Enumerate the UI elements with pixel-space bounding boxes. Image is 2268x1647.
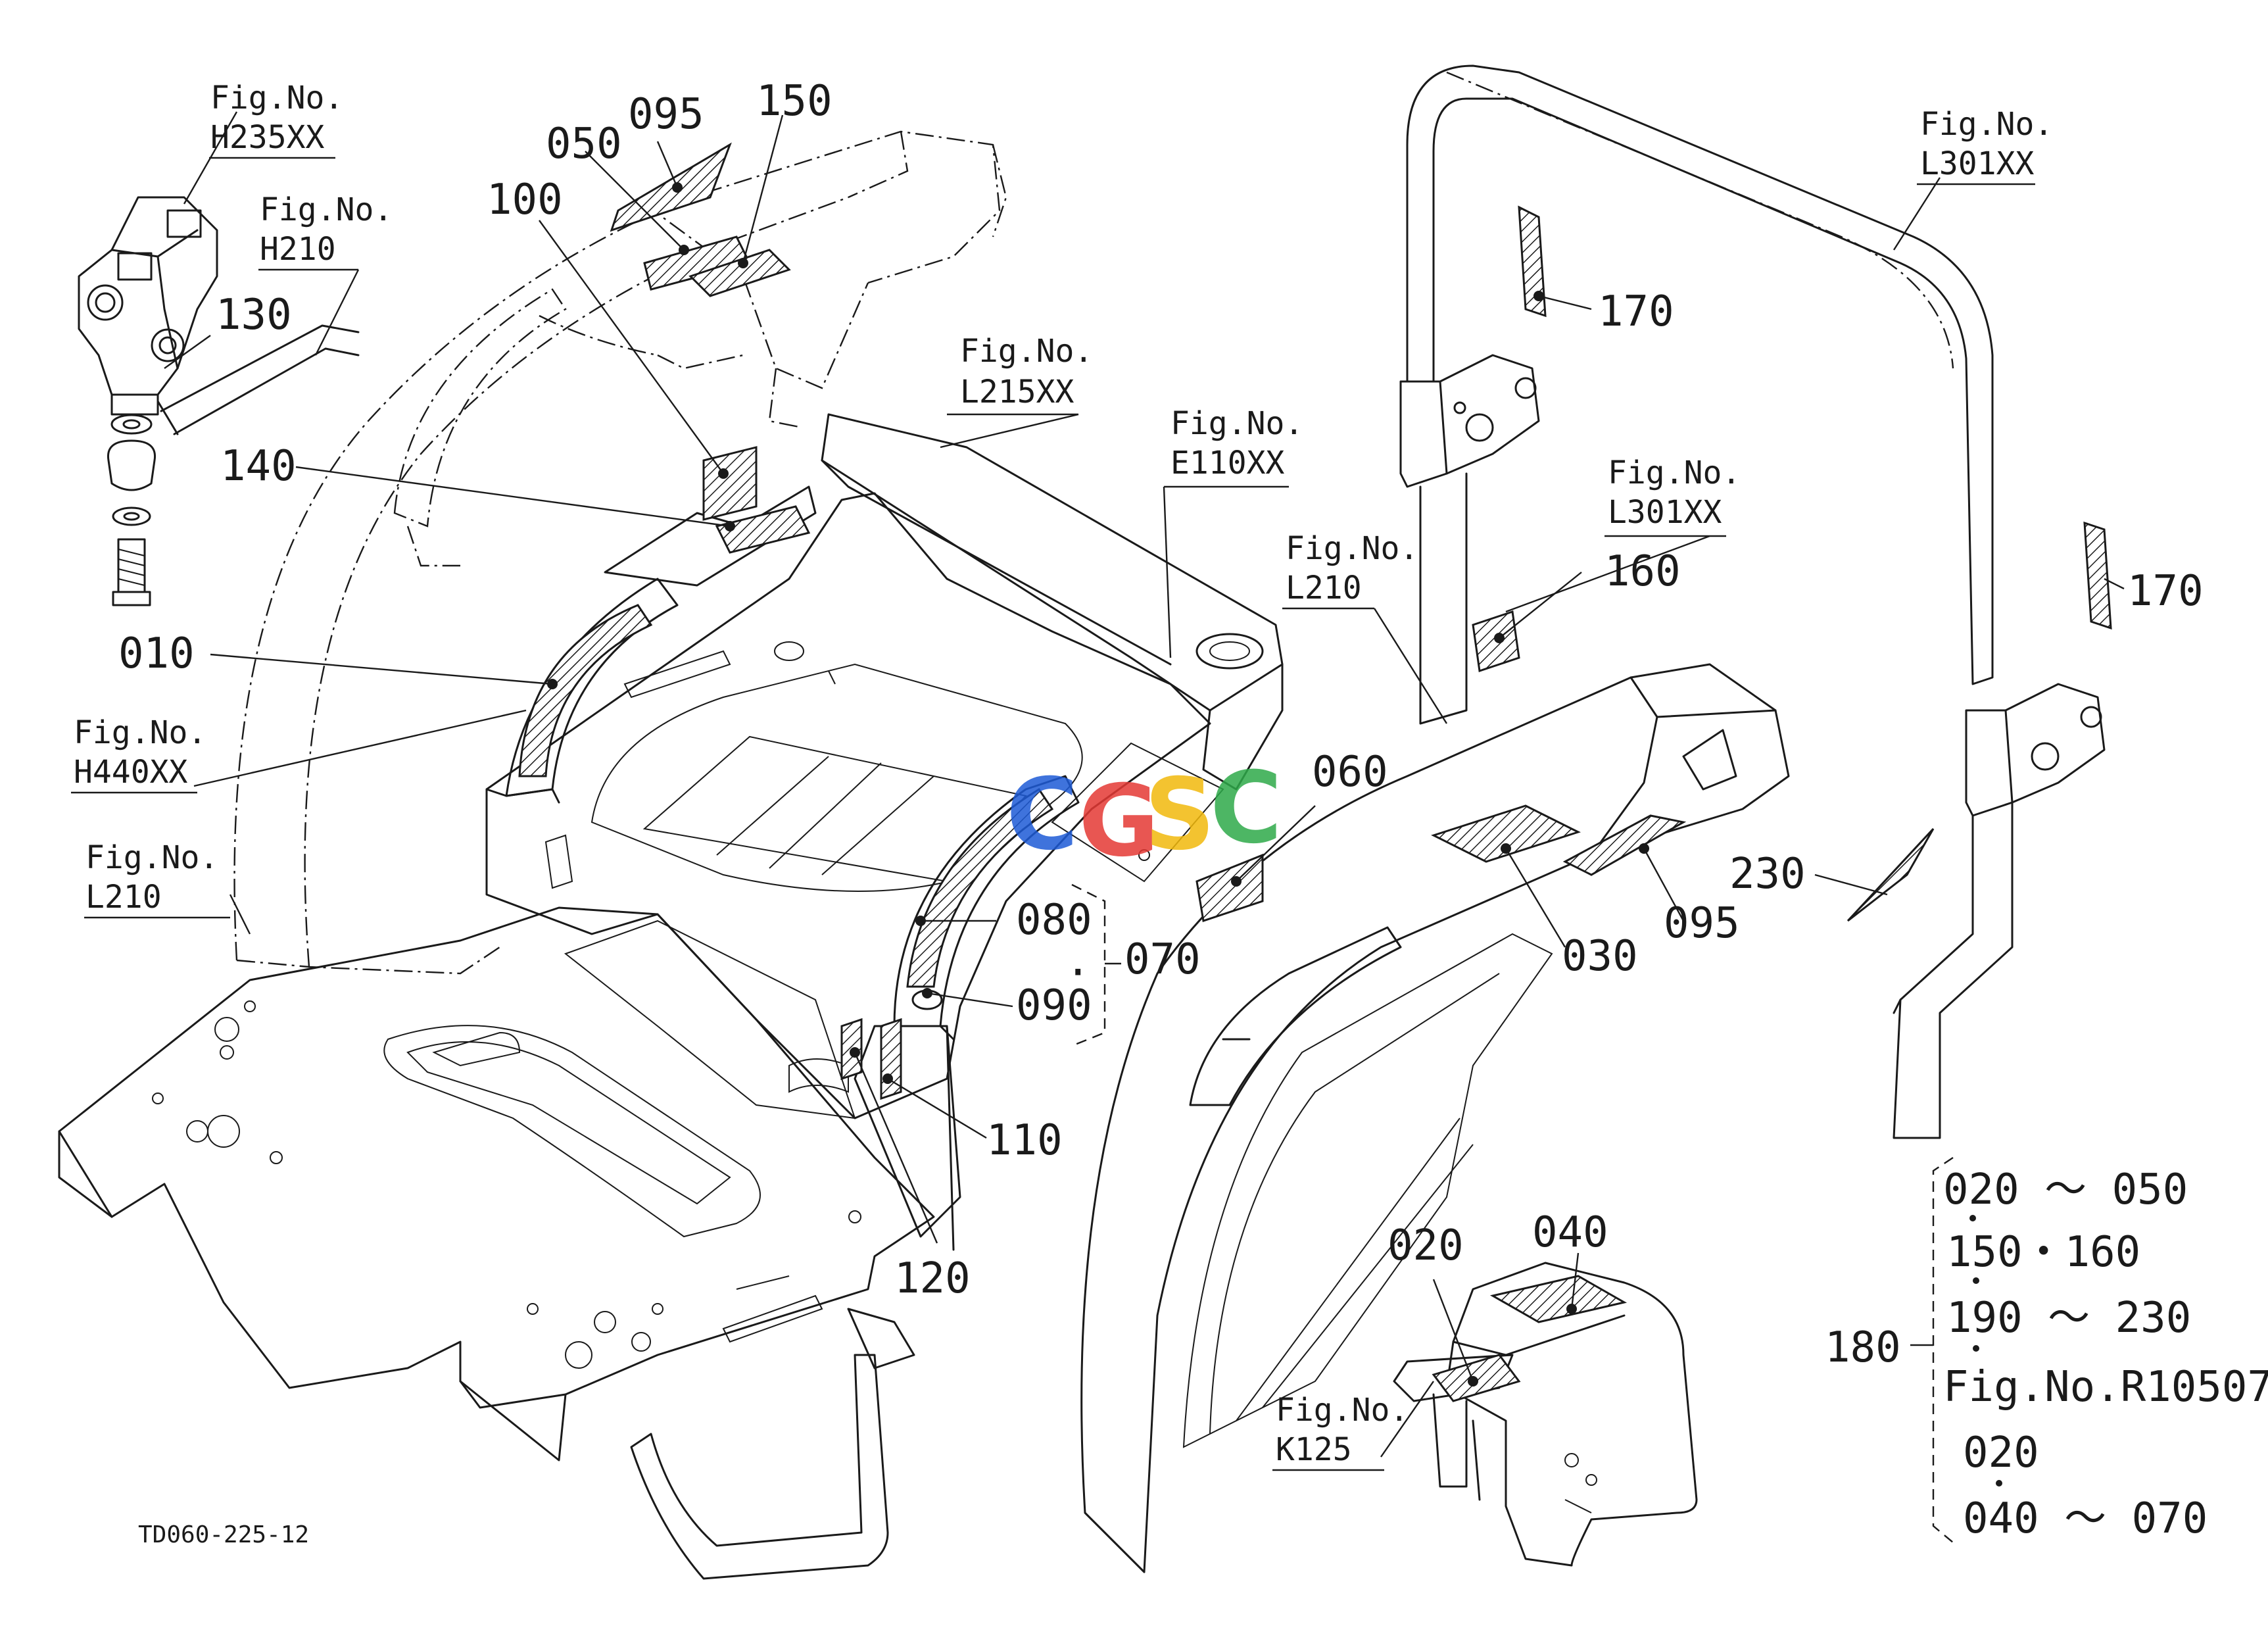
callout-140: 140 xyxy=(220,442,297,491)
watermark-letter-4: C xyxy=(1210,751,1282,866)
decal-030 xyxy=(1431,804,1581,863)
fig-ref-code: H440XX xyxy=(74,754,187,791)
seat-support-k125 xyxy=(1393,1262,1698,1567)
callout-dot-080-090: · xyxy=(1065,948,1091,997)
fig-ref-label: Fig.No. xyxy=(1170,405,1303,442)
fig-references: Fig.No. H235XX Fig.No. H210 Fig.No. L215… xyxy=(71,80,2053,1471)
fig-ref-label: Fig.No. xyxy=(1276,1392,1409,1429)
fig-ref-code: L210 xyxy=(1286,570,1362,606)
callout-170-upper: 170 xyxy=(1598,287,1674,336)
fig-ref-h235: Fig.No. H235XX xyxy=(209,80,343,159)
callout-030: 030 xyxy=(1562,932,1638,981)
decal-095-right xyxy=(1562,814,1687,876)
legend-line-3: 190 ～ 230 xyxy=(1946,1294,2191,1342)
legend-line-6: 040 ～ 070 xyxy=(1963,1494,2208,1543)
fig-ref-label: Fig.No. xyxy=(210,80,343,116)
fig-ref-l301-top: Fig.No. L301XX xyxy=(1917,106,2053,185)
floor-platform xyxy=(58,906,935,1462)
fig-ref-l215: Fig.No. L215XX xyxy=(947,333,1093,416)
callout-040: 040 xyxy=(1532,1208,1608,1257)
fig-ref-l210-left: Fig.No. L210 xyxy=(84,839,230,919)
decal-230 xyxy=(1846,827,1935,922)
watermark: C G S C xyxy=(1006,751,1282,879)
fig-ref-label: Fig.No. xyxy=(74,714,206,751)
fig-ref-code: K125 xyxy=(1276,1431,1352,1468)
legend-line-4: Fig.No.R10507 xyxy=(1943,1363,2268,1412)
callout-080: 080 xyxy=(1016,896,1092,945)
hydraulic-valve-block xyxy=(78,196,218,606)
fig-ref-code: H235XX xyxy=(210,119,324,156)
fig-ref-h210: Fig.No. H210 xyxy=(258,191,393,271)
fig-ref-code: L301XX xyxy=(1920,145,2034,182)
hose-h210 xyxy=(157,324,360,435)
watermark-letter-3: S xyxy=(1144,758,1215,872)
callout-130: 130 xyxy=(216,291,292,339)
decal-010 xyxy=(518,604,653,777)
fig-ref-k125: Fig.No. K125 xyxy=(1272,1392,1409,1471)
decal-110 xyxy=(880,1018,902,1100)
fig-ref-label: Fig.No. xyxy=(1286,530,1418,567)
callout-230: 230 xyxy=(1729,850,1806,898)
callout-070: 070 xyxy=(1124,935,1201,984)
callout-160: 160 xyxy=(1604,547,1681,596)
assembly-legend: 180 020 ～ 050 150・160 190 ～ 230 Fig.No.R… xyxy=(1825,1157,2268,1543)
callout-150: 150 xyxy=(756,77,832,126)
callout-020: 020 xyxy=(1387,1221,1464,1270)
callout-095-right: 095 xyxy=(1664,899,1740,948)
callout-060: 060 xyxy=(1312,748,1388,797)
callout-120: 120 xyxy=(894,1254,971,1303)
fig-ref-label: Fig.No. xyxy=(1608,455,1741,491)
right-fender xyxy=(1080,663,1790,1573)
decal-170-upper xyxy=(1518,205,1547,318)
fig-ref-code: L215XX xyxy=(960,374,1074,410)
fig-ref-label: Fig.No. xyxy=(260,191,393,228)
decal-095-top xyxy=(610,142,732,232)
fig-ref-code: E110XX xyxy=(1170,445,1284,481)
legend-line-1: 020 ～ 050 xyxy=(1943,1166,2188,1214)
decal-040 xyxy=(1489,1275,1628,1323)
decal-080 xyxy=(906,787,1054,988)
callout-numbers: 095 050 150 100 130 140 010 060 080 070 … xyxy=(118,77,2204,1303)
legend-number: 180 xyxy=(1825,1323,1901,1372)
callout-010: 010 xyxy=(118,629,195,678)
left-fender xyxy=(233,130,1007,975)
fig-ref-l210-center: Fig.No. L210 xyxy=(1282,530,1418,610)
callout-090: 090 xyxy=(1016,981,1092,1030)
fig-ref-code: L301XX xyxy=(1608,494,1722,531)
center-deck xyxy=(485,492,1211,1119)
fig-ref-label: Fig.No. xyxy=(1920,106,2053,143)
fig-ref-label: Fig.No. xyxy=(85,839,218,876)
decal-140 xyxy=(715,505,811,554)
callout-050: 050 xyxy=(546,120,622,168)
fig-ref-e110: Fig.No. E110XX xyxy=(1164,405,1303,488)
legend-line-5: 020 xyxy=(1963,1429,2039,1477)
callout-110: 110 xyxy=(986,1116,1063,1165)
decal-170-lower xyxy=(2083,521,2112,630)
rops-frame xyxy=(1399,64,2106,1139)
watermark-letter-2: G xyxy=(1078,764,1159,879)
step-bracket xyxy=(630,1308,915,1580)
callout-100: 100 xyxy=(487,176,563,224)
legend-line-2: 150・160 xyxy=(1946,1228,2140,1277)
leader-dots xyxy=(547,182,1649,1387)
fig-ref-code: L210 xyxy=(85,879,162,916)
callout-095-top: 095 xyxy=(628,90,704,139)
fig-ref-h440: Fig.No. H440XX xyxy=(71,714,206,794)
rear-frame-e110 xyxy=(821,413,1284,883)
bracket-070 xyxy=(1071,883,1106,1047)
leader-lines xyxy=(164,111,2125,1458)
fig-ref-code: H210 xyxy=(260,231,336,268)
right-arch xyxy=(854,775,1080,1251)
fig-ref-label: Fig.No. xyxy=(960,333,1093,370)
fig-ref-l301-mid: Fig.No. L301XX xyxy=(1604,455,1741,537)
drawing-code: TD060-225-12 xyxy=(138,1521,309,1548)
callout-170-lower: 170 xyxy=(2127,567,2204,616)
watermark-letter-1: C xyxy=(1006,758,1078,872)
